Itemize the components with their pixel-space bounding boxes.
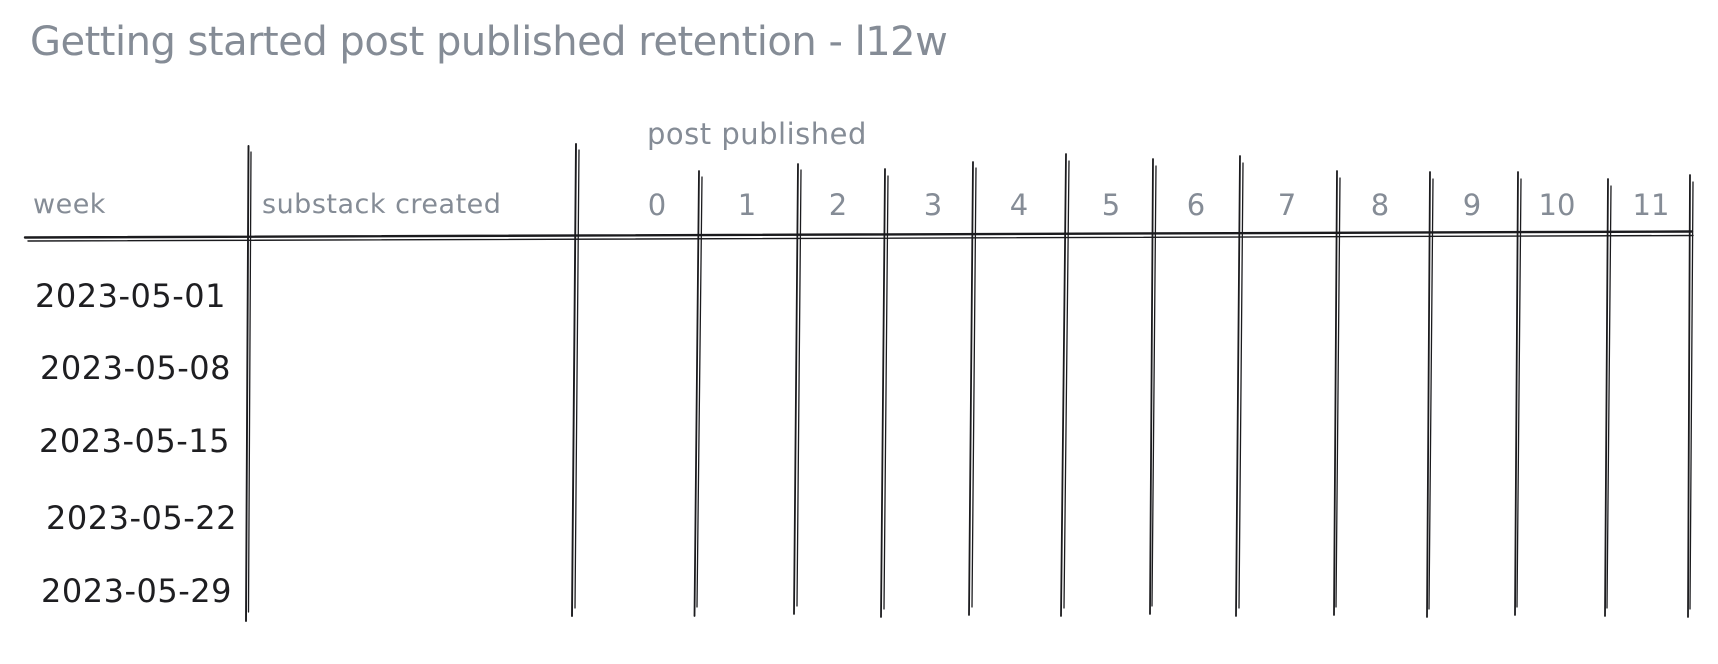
row-label-week-2: 2023-05-15 — [39, 422, 230, 460]
column-header-week-7: 7 — [1277, 188, 1297, 222]
column-header-week: week — [33, 189, 106, 220]
column-header-week-11: 11 — [1632, 188, 1670, 222]
column-header-week-6: 6 — [1186, 188, 1206, 222]
row-label-week-3: 2023-05-22 — [46, 499, 237, 537]
column-header-week-0: 0 — [647, 188, 667, 222]
row-label-week-4: 2023-05-29 — [41, 572, 232, 610]
column-header-substack-created: substack created — [262, 189, 502, 220]
column-header-week-3: 3 — [923, 188, 943, 222]
column-header-week-4: 4 — [1009, 188, 1029, 222]
post-published-group-label: post published — [647, 117, 867, 151]
column-header-week-8: 8 — [1370, 188, 1390, 222]
column-header-week-9: 9 — [1462, 188, 1482, 222]
column-header-week-10: 10 — [1538, 188, 1576, 222]
column-header-week-1: 1 — [737, 188, 757, 222]
row-label-week-1: 2023-05-08 — [40, 349, 231, 387]
column-header-week-2: 2 — [828, 188, 848, 222]
column-header-week-5: 5 — [1101, 188, 1121, 222]
row-label-week-0: 2023-05-01 — [35, 277, 226, 315]
chart-title: Getting started post published retention… — [30, 19, 948, 65]
